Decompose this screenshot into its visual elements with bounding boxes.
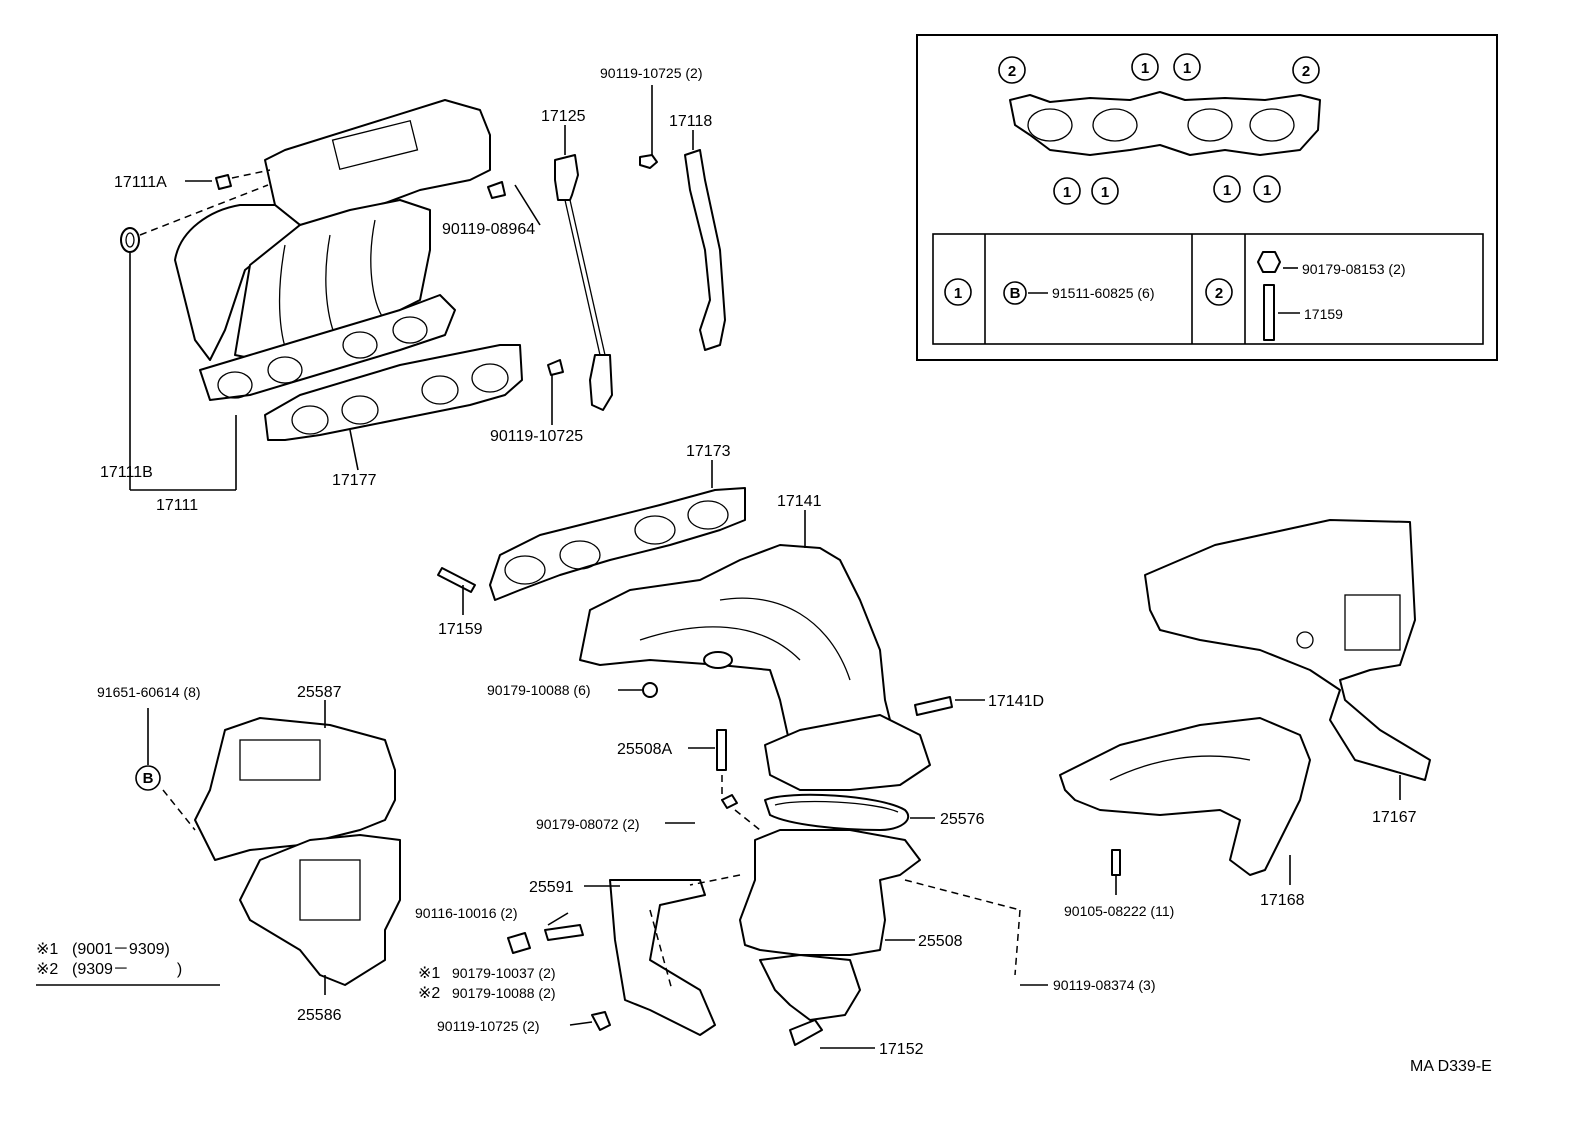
inset-b-label: B bbox=[1010, 285, 1021, 302]
circle-label: 2 bbox=[1008, 63, 1016, 80]
inset-b-marker: B bbox=[1003, 281, 1027, 305]
part-label-17111a: 17111A bbox=[114, 174, 167, 191]
part-label-17141: 17141 bbox=[777, 493, 822, 510]
insulator-25586-drawing bbox=[239, 834, 401, 986]
part-label-91651-60614-8: 91651-60614 (8) bbox=[97, 684, 201, 700]
part-label-17177: 17177 bbox=[332, 472, 377, 489]
part-label-90119-10725-top: 90119-10725 (2) bbox=[600, 65, 702, 81]
insulator-25587-drawing bbox=[194, 717, 396, 861]
part-label-25508a: 25508A bbox=[617, 741, 672, 758]
inset-circle-2-a: 2 bbox=[998, 56, 1026, 84]
inset-part-b-label: 91511-60825 (6) bbox=[1052, 285, 1154, 301]
part-label-25591: 25591 bbox=[529, 879, 574, 896]
star2-mark: ※2 bbox=[418, 985, 440, 1002]
inset-circle-1-d: 1 bbox=[1091, 177, 1119, 205]
stay-brackets-drawing bbox=[215, 149, 726, 411]
insulator-17167-drawing bbox=[1144, 519, 1431, 781]
diagram-code: MA D339-E bbox=[1410, 1058, 1492, 1075]
leader-lines bbox=[36, 85, 1401, 1049]
part-label-17159: 17159 bbox=[438, 621, 483, 638]
part-label-90179-10088-6: 90179-10088 (6) bbox=[487, 682, 591, 698]
inset-labels: 91511-60825 (6) 90179-08153 (2) 17159 bbox=[1052, 261, 1406, 322]
legend-star1-prefix: ※1 bbox=[36, 941, 58, 958]
inset-box bbox=[916, 34, 1498, 361]
circle-b-label: B bbox=[143, 770, 154, 787]
part-labels: 17111A 17111B 17111 17177 17125 17118 90… bbox=[97, 65, 1417, 1058]
inset-row-circle-2: 2 bbox=[1205, 278, 1233, 306]
part-label-17111: 17111 bbox=[156, 497, 198, 514]
part-label-90119-08964: 90119-08964 bbox=[442, 221, 535, 238]
converter-drawing bbox=[716, 729, 921, 1046]
circle-label: 1 bbox=[1223, 182, 1231, 199]
date-legend: ※1 (9001－9309) ※2 (9309－ ) bbox=[36, 941, 182, 978]
circle-label: 1 bbox=[1183, 60, 1191, 77]
inset-circle-markers: 2 1 1 2 1 1 1 1 1 2 bbox=[944, 53, 1320, 306]
part-label-17118: 17118 bbox=[669, 113, 712, 130]
part-label-90119-10725: 90119-10725 bbox=[490, 428, 583, 445]
legend-star1-range: (9001－9309) bbox=[72, 941, 170, 958]
circle-label: 2 bbox=[1215, 285, 1223, 302]
part-label-25508: 25508 bbox=[918, 933, 963, 950]
exhaust-manifold-drawing bbox=[579, 544, 931, 791]
part-label-90105-08222-11: 90105-08222 (11) bbox=[1064, 903, 1174, 919]
inset-part-nut-label: 90179-08153 (2) bbox=[1302, 261, 1406, 277]
part-label-17152: 17152 bbox=[879, 1041, 924, 1058]
inset-circle-1-c: 1 bbox=[1053, 177, 1081, 205]
circle-label: 2 bbox=[1302, 63, 1310, 80]
legend-star2-prefix: ※2 bbox=[36, 961, 58, 978]
circle-b-marker: B bbox=[135, 765, 161, 791]
part-label-17173: 17173 bbox=[686, 443, 731, 460]
circle-label: 1 bbox=[954, 285, 962, 302]
part-label-90119-08374-3: 90119-08374 (3) bbox=[1053, 977, 1155, 993]
converter-gasket-drawing bbox=[764, 793, 910, 831]
star1-mark: ※1 bbox=[418, 965, 440, 982]
circle-label: 1 bbox=[1101, 184, 1109, 201]
circle-label: 1 bbox=[1263, 182, 1271, 199]
part-label-90119-10725-bot: 90119-10725 (2) bbox=[437, 1018, 539, 1034]
part-label-90179-10037-2: 90179-10037 (2) bbox=[452, 965, 556, 981]
part-label-17168: 17168 bbox=[1260, 892, 1305, 909]
part-label-90179-10088-2: 90179-10088 (2) bbox=[452, 985, 556, 1001]
part-label-17125: 17125 bbox=[541, 108, 586, 125]
part-label-25586: 25586 bbox=[297, 1007, 342, 1024]
inset-circle-1-a: 1 bbox=[1131, 53, 1159, 81]
inset-row-circle-1: 1 bbox=[944, 278, 972, 306]
part-label-90116-10016-2: 90116-10016 (2) bbox=[415, 905, 517, 921]
part-label-17111b: 17111B bbox=[100, 464, 153, 481]
inset-circle-1-f: 1 bbox=[1253, 175, 1281, 203]
insulator-17168-drawing bbox=[1059, 717, 1311, 876]
part-label-90179-08072-2: 90179-08072 (2) bbox=[536, 816, 640, 832]
inset-circle-1-e: 1 bbox=[1213, 175, 1241, 203]
inset-circle-1-b: 1 bbox=[1173, 53, 1201, 81]
intake-gasket-drawing bbox=[264, 344, 523, 441]
stay-25591-drawing bbox=[507, 879, 716, 1036]
inset-circle-2-b: 2 bbox=[1292, 56, 1320, 84]
part-label-25587: 25587 bbox=[297, 684, 342, 701]
part-label-17141d: 17141D bbox=[988, 693, 1044, 710]
inset-part-stud-label: 17159 bbox=[1304, 306, 1343, 322]
intake-manifold-drawing bbox=[120, 99, 491, 401]
legend-star2-range: (9309－ ) bbox=[72, 961, 182, 978]
part-label-25576: 25576 bbox=[940, 811, 985, 828]
part-label-17167: 17167 bbox=[1372, 809, 1417, 826]
circle-label: 1 bbox=[1063, 184, 1071, 201]
circle-label: 1 bbox=[1141, 60, 1149, 77]
exhaust-gasket-drawing bbox=[437, 487, 746, 601]
